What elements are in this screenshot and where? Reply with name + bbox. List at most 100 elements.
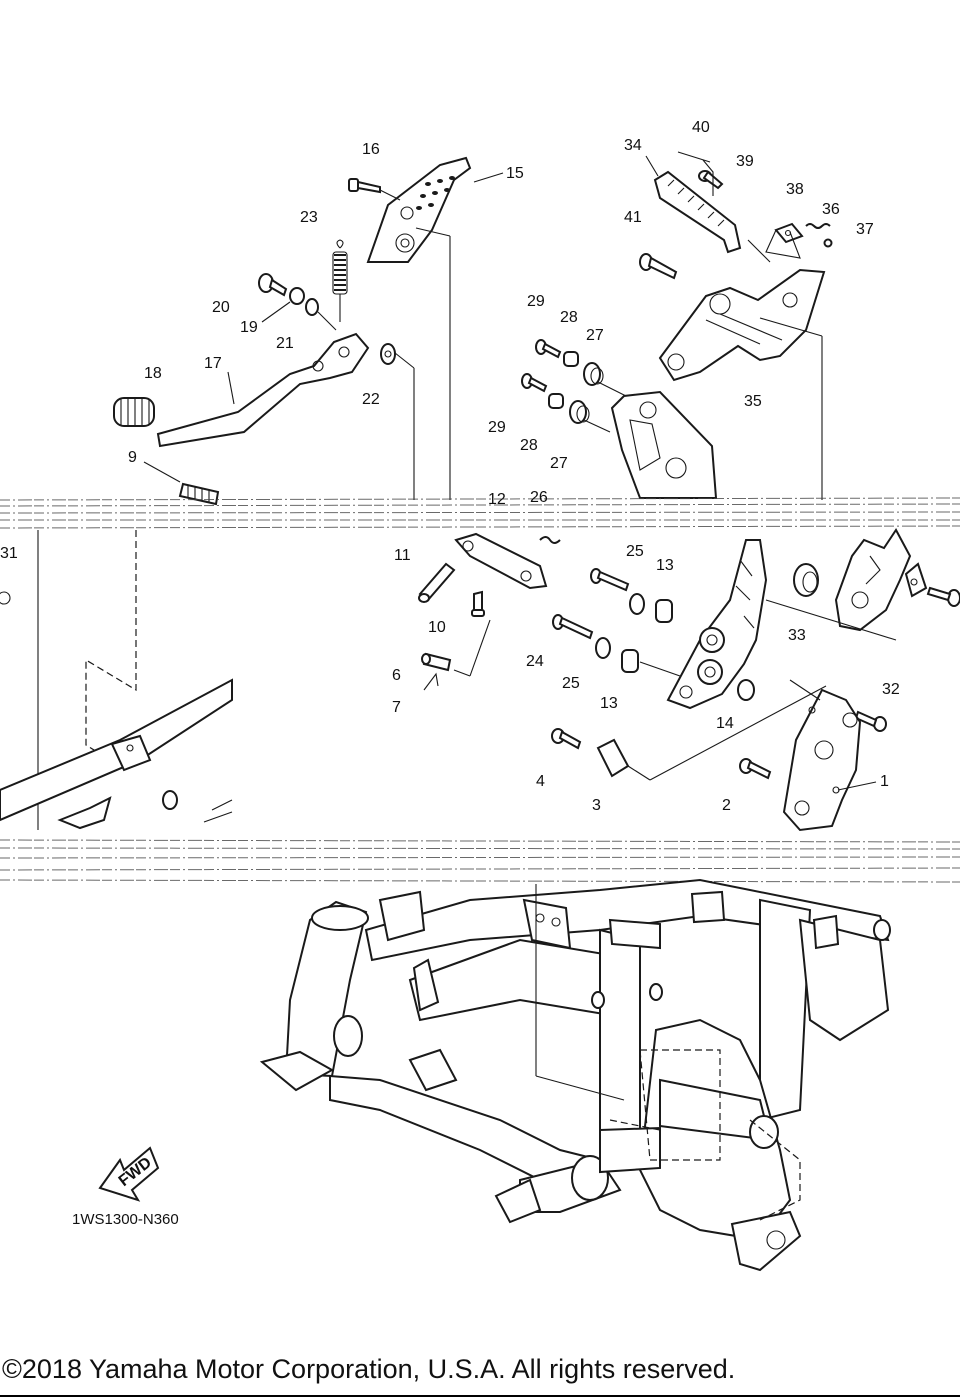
callout-28-upper: 28	[560, 309, 578, 326]
bolt-29-upper	[535, 339, 562, 359]
callout-21: 21	[276, 335, 294, 352]
grommet-33	[793, 563, 819, 597]
callout-15: 15	[506, 165, 524, 182]
bolt-2	[739, 758, 772, 780]
washer-19	[289, 287, 305, 305]
spring-36	[805, 223, 831, 229]
callout-28-lower: 28	[520, 437, 538, 454]
callout-6: 6	[392, 667, 401, 684]
collar-13-upper	[655, 599, 673, 623]
callout-36: 36	[822, 201, 840, 218]
rider-footrest-bracket	[666, 539, 768, 710]
callout-31: 31	[0, 545, 18, 562]
washer-25-upper	[629, 593, 645, 615]
collar-13-lower	[621, 649, 639, 673]
shift-pedal-17	[156, 332, 396, 448]
callout-9: 9	[128, 449, 137, 466]
bolt-10	[471, 590, 485, 617]
bolt-25-upper-bolt	[590, 568, 630, 592]
callout-24: 24	[526, 653, 544, 670]
left-frame-fragment	[0, 530, 233, 830]
pedal-rubber-18	[113, 397, 155, 427]
callout-26: 26	[530, 489, 548, 506]
main-frame	[259, 878, 891, 1272]
callout-34: 34	[624, 137, 642, 154]
callout-33: 33	[788, 627, 806, 644]
collar-14	[737, 679, 755, 701]
pin-39	[698, 170, 724, 190]
callout-29-upper: 29	[527, 293, 545, 310]
callout-13-lower: 13	[600, 695, 618, 712]
callout-1: 1	[880, 773, 889, 790]
bolt-24	[552, 614, 594, 640]
damper-27-upper	[583, 362, 604, 386]
callout-25-upper: 25	[626, 543, 644, 560]
cotter-pin-7	[423, 672, 439, 691]
cotter-pin-40	[677, 151, 711, 163]
callout-3: 3	[592, 797, 601, 814]
bracket-plate-1	[782, 688, 862, 832]
callout-14: 14	[716, 715, 734, 732]
spring-23	[332, 239, 348, 322]
collar-28-lower	[548, 393, 564, 409]
washer-25-lower	[595, 637, 611, 659]
footrest-plate-15	[366, 156, 472, 263]
bolt-4	[551, 728, 582, 750]
bolt-29-lower	[521, 373, 548, 393]
footer: ©2018 Yamaha Motor Corporation, U.S.A. A…	[0, 1340, 960, 1399]
spring-26	[539, 536, 561, 544]
callout-2: 2	[722, 797, 731, 814]
footrest-bracket-35	[658, 268, 826, 382]
ball-37	[823, 238, 833, 248]
washer-22	[380, 343, 396, 365]
part-9	[178, 482, 220, 506]
callout-10: 10	[428, 619, 446, 636]
callout-12: 12	[488, 491, 506, 508]
clamp-3	[596, 738, 630, 778]
collar-28-upper	[563, 351, 579, 367]
bracket-30	[904, 562, 928, 598]
callout-17: 17	[204, 355, 222, 372]
callout-27-upper: 27	[586, 327, 604, 344]
plate-38	[774, 222, 804, 244]
parts-diagram: FWD 16 15 23 20 19 21 22 17 18 9 40 34 3…	[0, 119, 960, 1272]
scan-artifact-upper	[0, 497, 960, 529]
callout-23: 23	[300, 209, 318, 226]
copyright-text: ©2018 Yamaha Motor Corporation, U.S.A. A…	[2, 1354, 736, 1384]
callout-16: 16	[362, 141, 380, 158]
callout-18: 18	[144, 365, 162, 382]
footpeg-34	[653, 170, 742, 254]
scan-artifact-lower	[0, 839, 960, 883]
pin-6	[421, 652, 452, 672]
callout-22: 22	[362, 391, 380, 408]
washer-21	[305, 298, 319, 316]
callout-11: 11	[394, 547, 411, 564]
pin-11	[418, 562, 456, 603]
callout-32: 32	[882, 681, 900, 698]
bolt-20	[258, 273, 288, 297]
callout-19: 19	[240, 319, 258, 336]
callout-39: 39	[736, 153, 754, 170]
bolt-30	[926, 586, 960, 607]
heel-guard-right	[834, 528, 912, 632]
callout-13-upper: 13	[656, 557, 674, 574]
footer-rule	[0, 1395, 960, 1397]
callout-20: 20	[212, 299, 230, 316]
callout-41: 41	[624, 209, 642, 226]
callout-29-lower: 29	[488, 419, 506, 436]
callout-35: 35	[744, 393, 762, 410]
callout-labels: 16 15 23 20 19 21 22 17 18 9 40 34 39 38…	[0, 119, 900, 814]
fwd-arrow-icon: FWD	[98, 1146, 160, 1202]
bolt-16	[348, 178, 381, 194]
bolt-32	[854, 710, 887, 732]
callout-7: 7	[392, 699, 401, 716]
callout-37: 37	[856, 221, 874, 238]
brake-pedal-12	[454, 532, 548, 590]
callout-4: 4	[536, 773, 545, 790]
diagram-code: 1WS1300-N360	[72, 1211, 179, 1228]
callout-38: 38	[786, 181, 804, 198]
damper-27-lower	[569, 400, 590, 424]
callout-25-lower: 25	[562, 675, 580, 692]
center-bracket	[610, 390, 718, 499]
callout-40: 40	[692, 119, 710, 136]
